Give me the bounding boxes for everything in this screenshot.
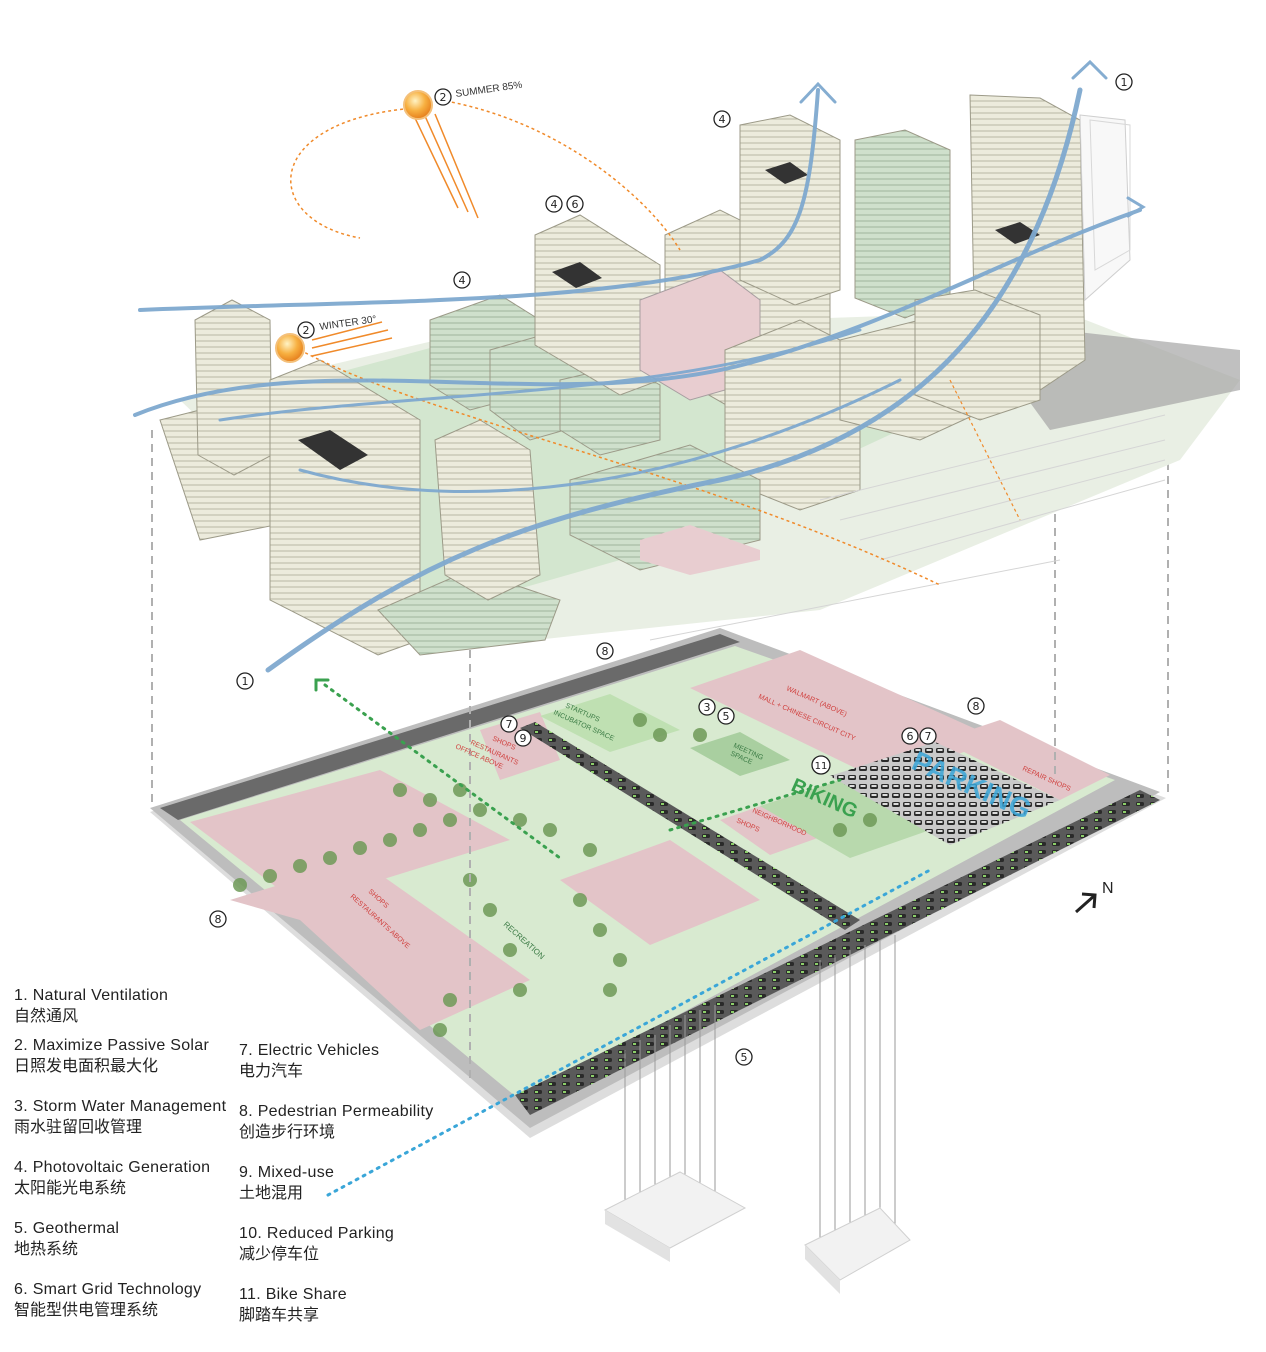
svg-text:1: 1: [1121, 76, 1128, 89]
svg-text:4: 4: [551, 198, 558, 211]
ground-plan: [150, 628, 1166, 1138]
solar-paths: [275, 90, 1021, 586]
pile-caps: [603, 1171, 911, 1294]
marker-4-b: 4: [545, 195, 563, 213]
marker-1-bottom: 1: [236, 672, 254, 690]
airflow-middle: [133, 208, 1142, 417]
street-east-west: [515, 790, 1160, 1115]
svg-text:1: 1: [242, 675, 249, 688]
parking-lot: [830, 742, 1060, 845]
marker-11: 11: [811, 755, 831, 775]
svg-text:7: 7: [925, 730, 932, 743]
svg-text:4: 4: [459, 274, 466, 287]
retail-block-repair: [940, 720, 1110, 800]
marker-3: 3: [698, 698, 716, 716]
svg-text:8: 8: [215, 913, 222, 926]
marker-8-b: 8: [967, 697, 985, 715]
marker-6-a: 6: [566, 195, 584, 213]
street-diagonal: [520, 722, 860, 930]
marker-2-winter: 2: [297, 321, 315, 339]
numbered-markers: 1 1 2 2 4 4 6 4 8 8 8 3 5 7 9 6 7 11 5: [209, 73, 1133, 1066]
svg-text:8: 8: [973, 700, 980, 713]
winter-sun-arc: [299, 349, 941, 586]
svg-text:5: 5: [723, 710, 730, 723]
marker-5-b: 5: [735, 1048, 753, 1066]
svg-text:6: 6: [907, 730, 914, 743]
svg-text:2: 2: [440, 91, 447, 104]
ghost-road: [649, 414, 1166, 641]
svg-text:11: 11: [815, 761, 828, 772]
marker-5-a: 5: [717, 707, 735, 725]
marker-4-c: 4: [453, 271, 471, 289]
svg-text:3: 3: [704, 701, 711, 714]
dotted-connectors: [314, 678, 932, 1197]
summer-sun-arc: [290, 107, 416, 239]
marker-7-a: 7: [500, 715, 518, 733]
marker-7-b: 7: [919, 727, 937, 745]
airflow-top: [138, 88, 820, 312]
marker-1-top: 1: [1115, 73, 1133, 91]
svg-text:2: 2: [303, 324, 310, 337]
marker-9: 9: [514, 729, 532, 747]
marker-8-a: 8: [596, 642, 614, 660]
svg-text:7: 7: [506, 718, 513, 731]
retail-block-southwest: [230, 860, 530, 1030]
svg-text:6: 6: [572, 198, 579, 211]
svg-text:5: 5: [741, 1051, 748, 1064]
airflow-bottom: [265, 87, 1083, 673]
north-label: N: [1102, 880, 1114, 897]
retail-block-center: [560, 840, 760, 945]
marker-6-b: 6: [901, 727, 919, 745]
winter-sun-icon: [275, 333, 305, 363]
ventilation-flows: [133, 59, 1146, 673]
marker-2-summer: 2: [434, 88, 452, 106]
summer-sun-icon: [403, 90, 433, 120]
marker-4-a: 4: [713, 110, 731, 128]
svg-text:4: 4: [719, 113, 726, 126]
svg-text:8: 8: [602, 645, 609, 658]
north-arrow: N: [1075, 880, 1114, 914]
svg-text:9: 9: [520, 732, 527, 745]
marker-8-c: 8: [209, 910, 227, 928]
